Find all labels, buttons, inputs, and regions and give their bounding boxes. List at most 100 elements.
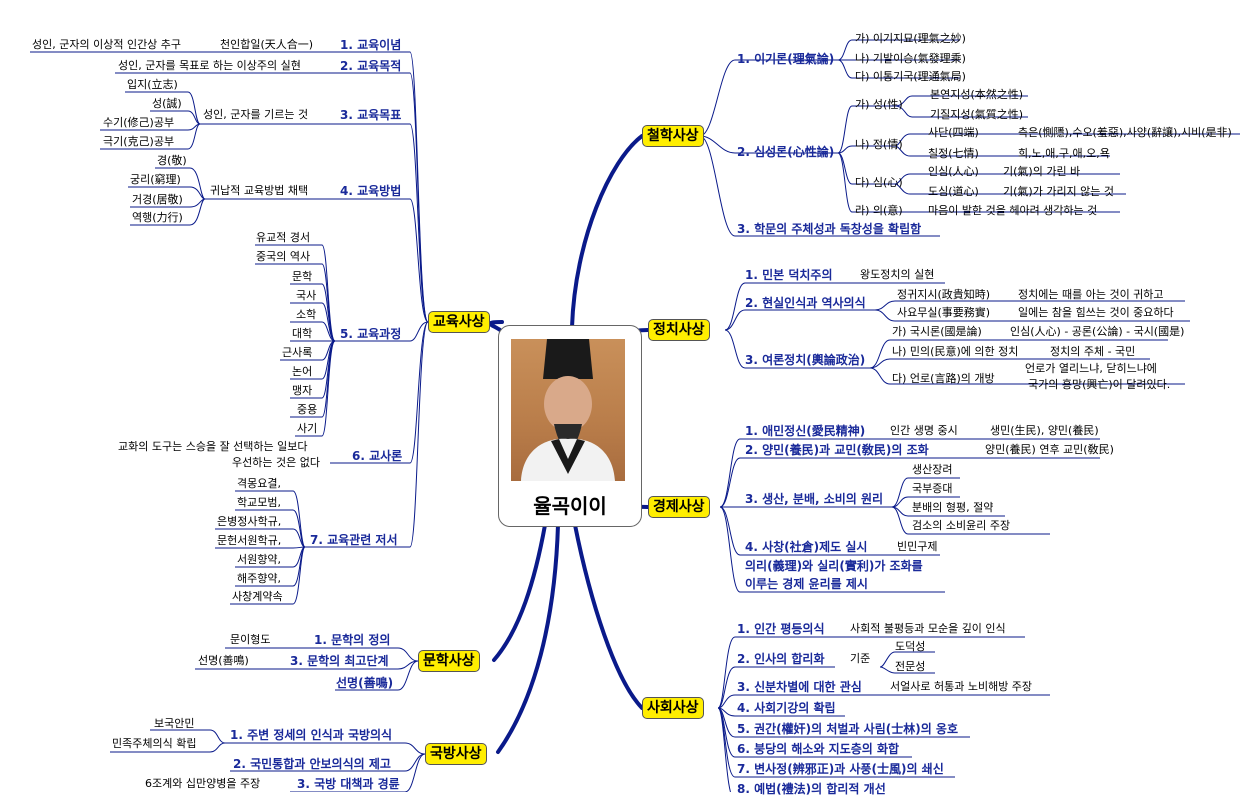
- politics-3-detail-5: 다) 언로(言路)의 개방: [892, 372, 995, 385]
- topic-economy[interactable]: 경제사상: [648, 496, 710, 518]
- education-3-detail-1: 성인, 군자를 기르는 것: [203, 108, 309, 121]
- literature-item-2[interactable]: 3. 문학의 최고단계: [290, 654, 389, 668]
- philosophy-item-1[interactable]: 1. 이기론(理氣論): [737, 52, 835, 66]
- defense-item-2[interactable]: 2. 국민통합과 안보의식의 제고: [233, 757, 391, 771]
- education-5-detail-5: 소학: [296, 308, 317, 321]
- topic-literature[interactable]: 문학사상: [418, 650, 480, 672]
- defense-item-1[interactable]: 1. 주변 정세의 인식과 국방의식: [230, 728, 393, 742]
- society-item-1[interactable]: 1. 인간 평등의식: [737, 622, 825, 636]
- education-3-detail-4: 수기(修己)공부: [103, 116, 175, 129]
- literature-item-1[interactable]: 1. 문학의 정의: [314, 633, 391, 647]
- society-item-3[interactable]: 3. 신분차별에 대한 관심: [737, 680, 862, 694]
- portrait-image: [511, 339, 625, 481]
- society-3-detail-1: 서얼사로 허통과 노비해방 주장: [890, 680, 1033, 693]
- literature-2-detail-1: 선명(善鳴): [198, 654, 249, 667]
- society-2-detail-3: 전문성: [895, 660, 926, 673]
- topic-philosophy[interactable]: 철학사상: [642, 125, 704, 147]
- education-item-1[interactable]: 1. 교육이념: [340, 38, 402, 52]
- society-2-detail-2: 도덕성: [895, 640, 926, 653]
- economy-item-1[interactable]: 1. 애민정신(愛民精神): [745, 424, 866, 438]
- politics-3-detail-6: 언로가 열리느냐, 닫히느냐에: [1025, 362, 1157, 375]
- education-2-detail-1: 성인, 군자를 목표로 하는 이상주의 실현: [118, 59, 301, 72]
- economy-4-detail-1: 빈민구제: [897, 540, 938, 553]
- branch-philosophy: [570, 134, 644, 329]
- education-4-detail-5: 역행(力行): [132, 211, 183, 224]
- politics-3-detail-1: 가) 국시론(國是論): [892, 325, 982, 338]
- literature-item-3[interactable]: 선명(善鳴): [336, 676, 394, 690]
- philosophy-item-2[interactable]: 2. 심성론(心性論): [737, 145, 835, 159]
- philosophy-2-detail-5: 사단(四端): [928, 126, 979, 139]
- education-4-detail-3: 궁리(窮理): [130, 173, 181, 186]
- education-1-detail-1: 천인합일(天人合一): [220, 38, 314, 51]
- economy-item-5[interactable]: 의리(義理)와 실리(實利)가 조화를: [745, 559, 923, 573]
- education-4-detail-4: 거경(居敬): [132, 193, 183, 206]
- politics-3-detail-2: 인심(人心) - 공론(公論) - 국시(國是): [1010, 325, 1185, 338]
- society-item-7[interactable]: 7. 변사정(辨邪正)과 사풍(士風)의 쇄신: [737, 762, 944, 776]
- defense-1-detail-2: 민족주체의식 확립: [112, 737, 197, 750]
- politics-item-1[interactable]: 1. 민본 덕치주의: [745, 268, 833, 282]
- education-5-detail-4: 국사: [296, 289, 317, 302]
- philosophy-2-detail-15: 마음이 발한 것을 헤아려 생각하는 것: [928, 204, 1098, 217]
- economy-3-detail-4: 검소의 소비윤리 주장: [912, 519, 1011, 532]
- society-item-8[interactable]: 8. 예법(禮法)의 합리적 개선: [737, 782, 886, 796]
- politics-1-detail-1: 왕도정치의 실현: [860, 268, 935, 281]
- philosophy-1-detail-2: 나) 기발이승(氣發理乘): [855, 52, 966, 65]
- philosophy-2-detail-8: 희,노,애,구,애,오,욕: [1018, 147, 1110, 160]
- society-item-2[interactable]: 2. 인사의 합리화: [737, 652, 825, 666]
- education-item-7[interactable]: 7. 교육관련 저서: [310, 533, 398, 547]
- philosophy-2-detail-3: 기질지성(氣質之性): [930, 108, 1024, 121]
- economy-3-detail-1: 생산장려: [912, 463, 953, 476]
- branch-society: [573, 523, 644, 710]
- economy-item-4[interactable]: 4. 사창(社倉)제도 실시: [745, 540, 868, 554]
- philosophy-1-detail-1: 가) 이기지묘(理氣之妙): [855, 32, 966, 45]
- society-item-5[interactable]: 5. 권간(權奸)의 처벌과 사림(士林)의 옹호: [737, 722, 958, 736]
- literature-1-detail-1: 문이형도: [230, 633, 271, 646]
- philosophy-2-detail-10: 인심(人心): [928, 165, 979, 178]
- education-6-detail-1: 교화의 도구는 스승을 잘 선택하는 일보다: [118, 440, 308, 453]
- politics-3-detail-4: 정치의 주체 - 국민: [1050, 345, 1136, 358]
- education-5-detail-7: 근사록: [282, 346, 313, 359]
- defense-3-detail-1: 6조계와 십만양병을 주장: [145, 777, 261, 790]
- education-7-detail-6: 해주향약,: [237, 572, 281, 585]
- branch-literature: [492, 523, 547, 662]
- education-item-2[interactable]: 2. 교육목적: [340, 59, 402, 73]
- branch-education: [488, 320, 504, 332]
- economy-item-2[interactable]: 2. 양민(養民)과 교민(敎民)의 조화: [745, 443, 929, 457]
- politics-2-detail-4: 일에는 참을 힘쓰는 것이 중요하다: [1018, 306, 1174, 319]
- society-item-6[interactable]: 6. 붕당의 해소와 지도층의 화합: [737, 742, 900, 756]
- philosophy-2-detail-1: 가) 성(性): [855, 98, 903, 111]
- branch-defense: [496, 523, 560, 754]
- economy-item-3[interactable]: 3. 생산, 분배, 소비의 원리: [745, 492, 884, 506]
- politics-3-detail-3: 나) 민의(民意)에 의한 정치: [892, 345, 1019, 358]
- topic-defense[interactable]: 국방사상: [425, 743, 487, 765]
- economy-5-detail-1: 이루는 경제 윤리를 제시: [745, 577, 868, 591]
- politics-item-3[interactable]: 3. 여론정치(輿論政治): [745, 353, 866, 367]
- economy-2-detail-1: 양민(養民) 연후 교민(敎民): [985, 443, 1114, 456]
- education-item-6[interactable]: 6. 교사론: [352, 449, 403, 463]
- education-item-3[interactable]: 3. 교육목표: [340, 108, 402, 122]
- education-7-detail-4: 문헌서원학규,: [217, 534, 282, 547]
- society-1-detail-1: 사회적 불평등과 모순을 깊이 인식: [850, 622, 1006, 635]
- topic-politics[interactable]: 정치사상: [648, 319, 710, 341]
- philosophy-2-detail-9: 다) 심(心): [855, 176, 903, 189]
- philosophy-2-detail-7: 칠정(七情): [928, 147, 979, 160]
- economy-1-detail-1: 인간 생명 중시: [890, 424, 958, 437]
- education-3-detail-3: 성(誠): [152, 97, 182, 110]
- education-item-4[interactable]: 4. 교육방법: [340, 184, 402, 198]
- education-4-detail-1: 귀납적 교육방법 채택: [210, 184, 309, 197]
- defense-item-3[interactable]: 3. 국방 대책과 경륜: [297, 777, 400, 791]
- topic-education[interactable]: 교육사상: [428, 311, 490, 333]
- economy-3-detail-3: 분배의 형평, 절약: [912, 501, 994, 514]
- politics-2-detail-3: 사요무실(事要務實): [897, 306, 991, 319]
- education-item-5[interactable]: 5. 교육과정: [340, 327, 402, 341]
- education-7-detail-7: 사창계약속: [232, 590, 283, 603]
- topic-society[interactable]: 사회사상: [642, 697, 704, 719]
- central-topic[interactable]: 율곡이이: [498, 325, 642, 527]
- education-5-detail-3: 문학: [292, 270, 313, 283]
- society-item-4[interactable]: 4. 사회기강의 확립: [737, 701, 836, 715]
- education-7-detail-3: 은병정사학규,: [217, 515, 282, 528]
- politics-item-2[interactable]: 2. 현실인식과 역사의식: [745, 296, 866, 310]
- education-6-detail-2: 우선하는 것은 없다: [232, 456, 320, 469]
- philosophy-item-3[interactable]: 3. 학문의 주체성과 독창성을 확립함: [737, 222, 922, 236]
